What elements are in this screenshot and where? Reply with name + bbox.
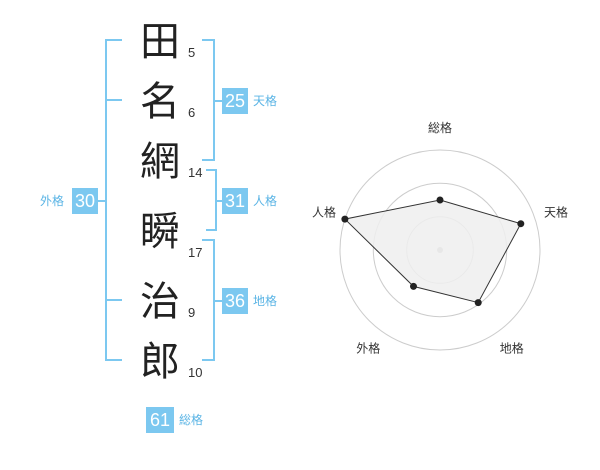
radar-point-1 xyxy=(436,196,444,204)
jinkaku-value: 31 xyxy=(222,188,248,214)
name-char-2: 名 xyxy=(140,79,180,125)
tenkaku-label: 天格 xyxy=(253,94,278,108)
stroke-count-4: 17 xyxy=(188,245,203,260)
chikaku-bracket xyxy=(202,239,215,361)
jinkaku-bracket xyxy=(206,169,217,231)
gaikaku-value: 30 xyxy=(72,188,98,214)
radar-axis-label-5: 人格 xyxy=(312,204,336,219)
radar-axis-label-3: 地格 xyxy=(500,341,524,356)
tenkaku-bracket xyxy=(202,39,215,161)
name-char-1: 田 xyxy=(140,19,180,65)
stroke-count-1: 5 xyxy=(188,45,196,60)
soukaku-label: 総格 xyxy=(179,413,204,427)
name-char-5: 治 xyxy=(140,279,180,325)
gaikaku-label: 外格 xyxy=(40,194,65,208)
chikaku-label: 地格 xyxy=(253,294,278,308)
radar-point-5 xyxy=(341,215,349,223)
name-char-6: 郎 xyxy=(140,339,180,385)
stroke-count-6: 10 xyxy=(188,365,203,380)
name-char-3: 網 xyxy=(140,139,180,185)
stroke-count-5: 9 xyxy=(188,305,196,320)
radar-axis-label-2: 天格 xyxy=(544,204,568,219)
radar-point-3 xyxy=(474,299,482,307)
radar-axis-label-4: 外格 xyxy=(356,341,380,356)
bracket-lines xyxy=(98,39,222,361)
stroke-count-3: 14 xyxy=(188,165,203,180)
chikaku-value: 36 xyxy=(222,288,248,314)
soukaku-value: 61 xyxy=(146,407,174,433)
radar-point-4 xyxy=(410,282,417,290)
radar-ring xyxy=(339,149,541,351)
jinkaku-label: 人格 xyxy=(253,194,278,208)
gaikaku-bracket xyxy=(105,39,122,361)
tenkaku-value: 25 xyxy=(222,88,248,114)
stroke-count-2: 6 xyxy=(188,105,196,120)
name-char-4: 瞬 xyxy=(140,209,180,255)
radar-axis-label-1: 総格 xyxy=(428,120,452,135)
radar-area xyxy=(343,199,522,304)
radar-point-2 xyxy=(517,220,525,228)
